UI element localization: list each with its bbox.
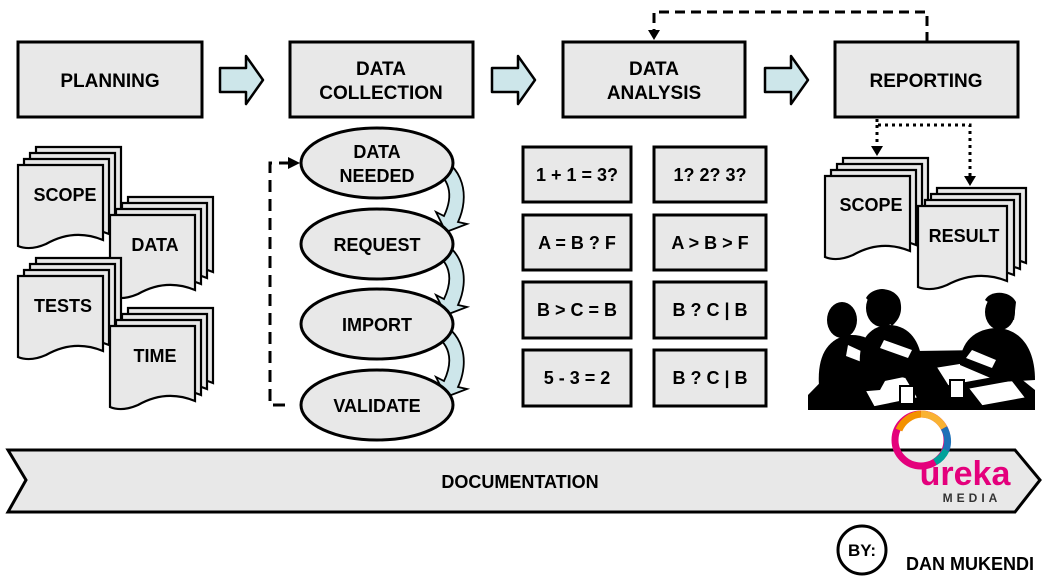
analysis-cell: 5 - 3 = 2 xyxy=(544,368,611,388)
meeting-illustration xyxy=(808,289,1035,410)
documentation-label: DOCUMENTATION xyxy=(441,472,598,492)
analysis-cell: A > B > F xyxy=(671,233,748,253)
step-request: REQUEST xyxy=(299,207,455,281)
logo-subtitle: MEDIA xyxy=(943,491,1002,505)
stage-collection-label-line2: COLLECTION xyxy=(319,83,443,104)
analysis-cell: 1? 2? 3? xyxy=(673,165,746,185)
byline: BY: DAN MUKENDI xyxy=(836,524,1034,576)
doc-time-label: TIME xyxy=(134,346,177,366)
flow-arrow-icon xyxy=(218,54,265,106)
flow-arrow-icon xyxy=(490,54,537,106)
stage-collection-label-line1: DATA xyxy=(356,59,406,80)
analysis-cell: 1 + 1 = 3? xyxy=(536,165,618,185)
stage-analysis-label-line1: DATA xyxy=(629,59,679,80)
analysis-cell: B > C = B xyxy=(537,300,617,320)
step-data-needed-line1: DATA xyxy=(353,142,400,162)
author-name: DAN MUKENDI xyxy=(906,554,1034,574)
planning-doc-scope: SCOPE xyxy=(16,145,123,250)
reporting-dotted-arrows xyxy=(871,119,976,186)
flow-arrow-icon xyxy=(763,54,810,106)
stage-analysis-label-line2: ANALYSIS xyxy=(607,83,701,104)
stage-planning-label: PLANNING xyxy=(60,71,159,92)
report-doc-result: RESULT xyxy=(916,186,1028,291)
analysis-cell: A = B ? F xyxy=(538,233,616,253)
step-request-label: REQUEST xyxy=(333,235,420,255)
analysis-cell: B ? C | B xyxy=(672,368,747,388)
report-scope-label: SCOPE xyxy=(839,195,902,215)
step-data-needed-line2: NEEDED xyxy=(339,166,414,186)
feedback-loop-arrow xyxy=(648,10,929,42)
step-validate-label: VALIDATE xyxy=(333,396,420,416)
stage-reporting: REPORTING xyxy=(833,40,1020,119)
stage-data-collection: DATA COLLECTION xyxy=(288,40,475,119)
ureka-media-logo: ureka MEDIA xyxy=(891,410,1012,505)
stage-reporting-label: REPORTING xyxy=(870,71,983,92)
doc-tests-label: TESTS xyxy=(34,296,92,316)
analysis-grid: 1 + 1 = 3? 1? 2? 3? A = B ? F A > B > F … xyxy=(521,145,768,408)
analysis-cell: B ? C | B xyxy=(672,300,747,320)
by-badge: BY: xyxy=(848,541,876,560)
logo-wordmark: ureka xyxy=(920,455,1012,493)
planning-doc-tests: TESTS xyxy=(16,256,123,361)
step-import-label: IMPORT xyxy=(342,315,412,335)
report-result-label: RESULT xyxy=(929,226,1000,246)
cycle-curve-arrow-icon xyxy=(428,318,471,399)
documentation-banner: DOCUMENTATION xyxy=(5,448,1042,514)
collection-loop-arrow xyxy=(268,157,300,407)
report-doc-scope: SCOPE xyxy=(823,156,930,261)
planning-doc-data: DATA xyxy=(108,195,215,300)
stage-data-analysis: DATA ANALYSIS xyxy=(561,40,747,119)
stage-planning: PLANNING xyxy=(16,40,204,119)
doc-scope-label: SCOPE xyxy=(33,185,96,205)
doc-data-label: DATA xyxy=(131,235,178,255)
planning-doc-time: TIME xyxy=(108,306,215,411)
step-data-needed: DATA NEEDED xyxy=(299,126,455,200)
step-validate: VALIDATE xyxy=(299,368,455,442)
step-import: IMPORT xyxy=(299,287,455,361)
